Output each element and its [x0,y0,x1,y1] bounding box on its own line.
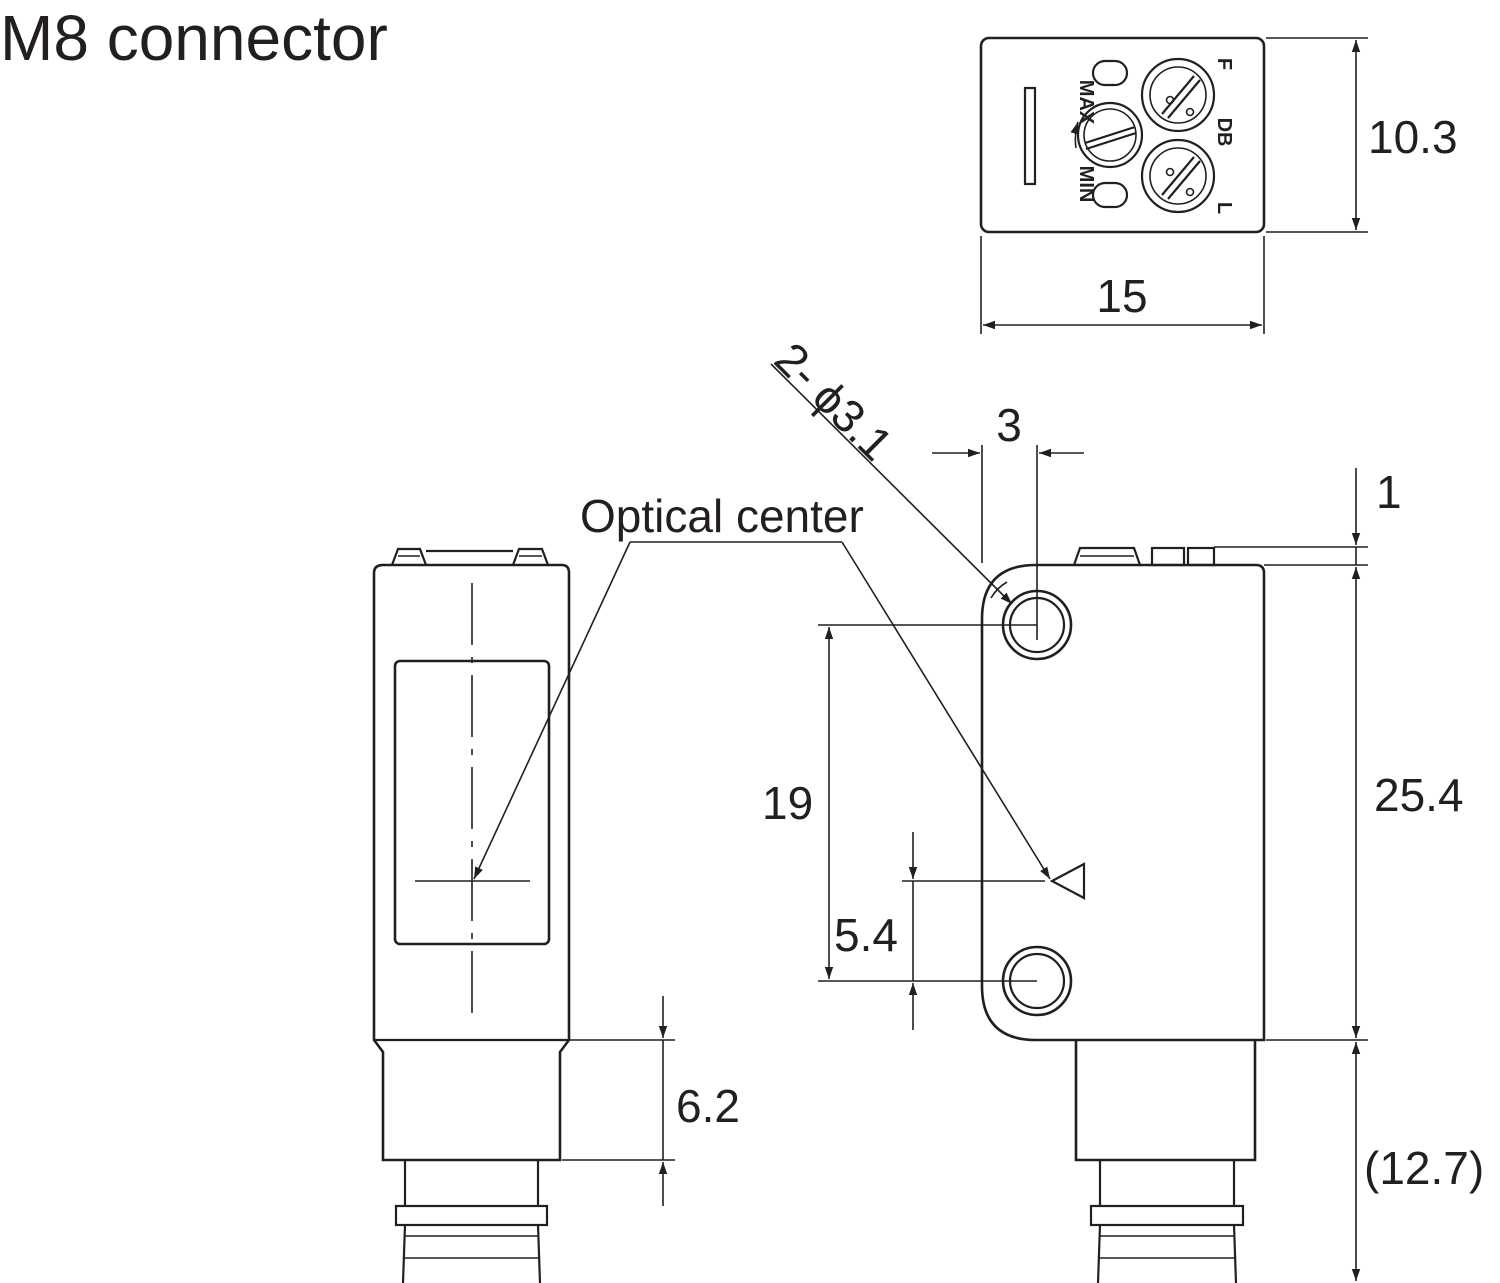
led-top-left [1091,59,1129,87]
hole-callout-label: 2- ϕ3.1 [765,332,903,470]
dim-top-height-label: 10.3 [1368,111,1458,163]
dimension-hole-spacing: 19 [762,624,1037,982]
side-view [372,547,571,1283]
dimension-top-width: 15 [980,236,1265,334]
dim-hole-offset-label: 3 [996,399,1022,451]
dimension-connector-length: (12.7) [1351,1042,1484,1281]
optical-center-triangle-icon [1049,862,1086,900]
indicator-slot [1023,86,1037,186]
page-title: M8 connector [0,2,388,74]
db-label: DB [1213,118,1235,147]
dimension-flange: 1 [1214,466,1402,566]
dimension-optical-offset: 5.4 [834,832,1045,1030]
dimension-top-height: 10.3 [1266,37,1458,233]
max-label: MAX [1075,80,1097,125]
sensitivity-knob [1076,101,1144,169]
dim-optical-offset-label: 5.4 [834,909,898,961]
side-body [372,563,571,1162]
side-connector-tip [401,1224,542,1283]
side-bump-left [390,547,428,566]
l-label: L [1213,202,1235,214]
f-label: F [1213,58,1235,70]
front-body [980,563,1266,1042]
mode-selector-top [1140,57,1216,133]
led-bottom-left [1091,181,1129,209]
front-connector-neck [1098,1160,1236,1206]
dim-hole-spacing-label: 19 [762,777,813,829]
dim-connector-length-label: (12.7) [1364,1142,1484,1194]
front-neck [1074,1040,1257,1162]
optical-center-callout: Optical center [473,490,1051,880]
front-bump [1072,546,1142,566]
side-connector-neck [403,1160,540,1206]
min-label: MIN [1075,166,1097,203]
front-view [980,546,1266,1283]
optical-center-label: Optical center [580,490,864,542]
top-view-outline [979,36,1266,234]
dim-flange-label: 1 [1376,466,1402,518]
dimension-hole-offset: 3 [932,399,1084,640]
dim-body-height-label: 25.4 [1374,769,1464,821]
side-bump-right [511,547,550,566]
dim-top-width-label: 15 [1096,270,1147,322]
front-connector-ring [1089,1204,1245,1227]
adjust-arrow-icon [1070,121,1079,149]
dim-neck-label: 6.2 [676,1080,740,1132]
front-led-block [1150,546,1186,567]
mode-selector-bottom [1140,138,1216,214]
top-view: MAX MIN F DB L [979,36,1266,234]
dimension-neck: 6.2 [562,996,740,1206]
side-connector-ring [394,1204,549,1227]
front-connector-tip [1096,1224,1238,1283]
dimension-body-height: 25.4 [1266,567,1464,1041]
hole-callout: 2- ϕ3.1 [765,332,1013,605]
